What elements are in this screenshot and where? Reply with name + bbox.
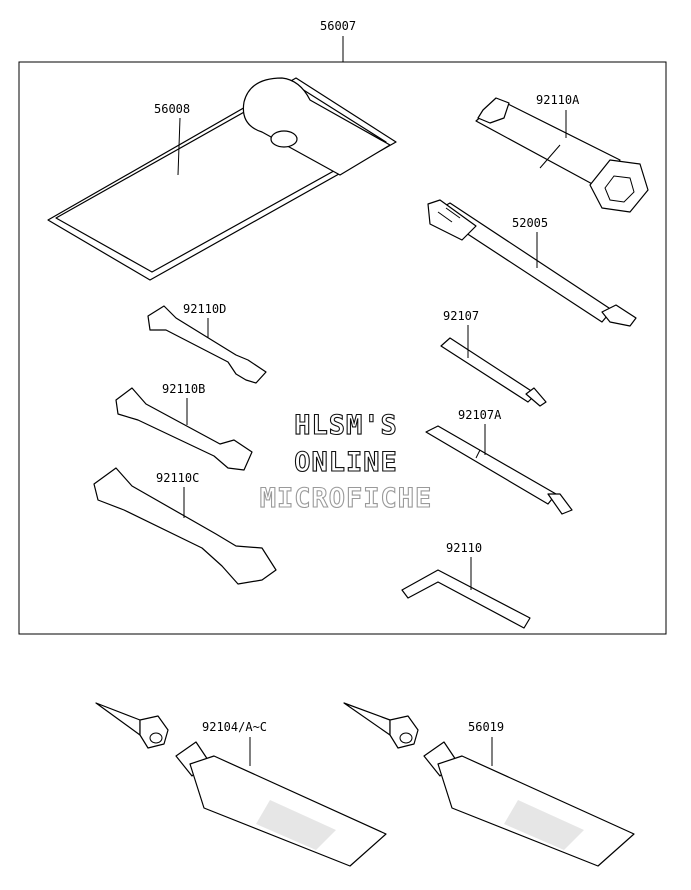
wrench-c-icon[interactable] — [93, 467, 277, 585]
tool-bag-icon[interactable] — [47, 77, 397, 281]
grease-tube-2-icon[interactable] — [343, 702, 635, 867]
part-label-92110d[interactable]: 92110D — [183, 302, 226, 316]
watermark-line-1: HLSM'S — [294, 410, 398, 441]
part-label-92110[interactable]: 92110 — [446, 541, 482, 555]
plug-wrench-icon[interactable] — [475, 97, 649, 213]
assembly-frame — [18, 61, 667, 635]
screwdriver-handle-icon[interactable] — [427, 199, 637, 327]
assembly-part-number[interactable]: 56007 — [320, 19, 356, 33]
hex-wrench-icon[interactable] — [401, 569, 531, 629]
watermark-line-2: ONLINE — [294, 447, 398, 478]
part-label-92107[interactable]: 92107 — [443, 309, 479, 323]
part-label-52005[interactable]: 52005 — [512, 216, 548, 230]
part-label-92110b[interactable]: 92110B — [162, 382, 205, 396]
part-label-92104[interactable]: 92104/A~C — [202, 720, 267, 734]
grease-tube-1-icon[interactable] — [95, 702, 387, 867]
wrench-b-icon[interactable] — [115, 387, 253, 471]
part-label-92107a[interactable]: 92107A — [458, 408, 502, 422]
watermark-line-3: MICROFICHE — [260, 483, 433, 514]
part-label-92110a[interactable]: 92110A — [536, 93, 580, 107]
part-label-92110c[interactable]: 92110C — [156, 471, 199, 485]
screwdriver-bit-icon[interactable] — [440, 337, 547, 407]
leader-56008 — [177, 117, 181, 176]
part-label-56019[interactable]: 56019 — [468, 720, 504, 734]
wrench-d-icon[interactable] — [147, 305, 267, 384]
screwdriver-bit-a-icon[interactable] — [425, 425, 573, 515]
part-label-56008[interactable]: 56008 — [154, 102, 190, 116]
